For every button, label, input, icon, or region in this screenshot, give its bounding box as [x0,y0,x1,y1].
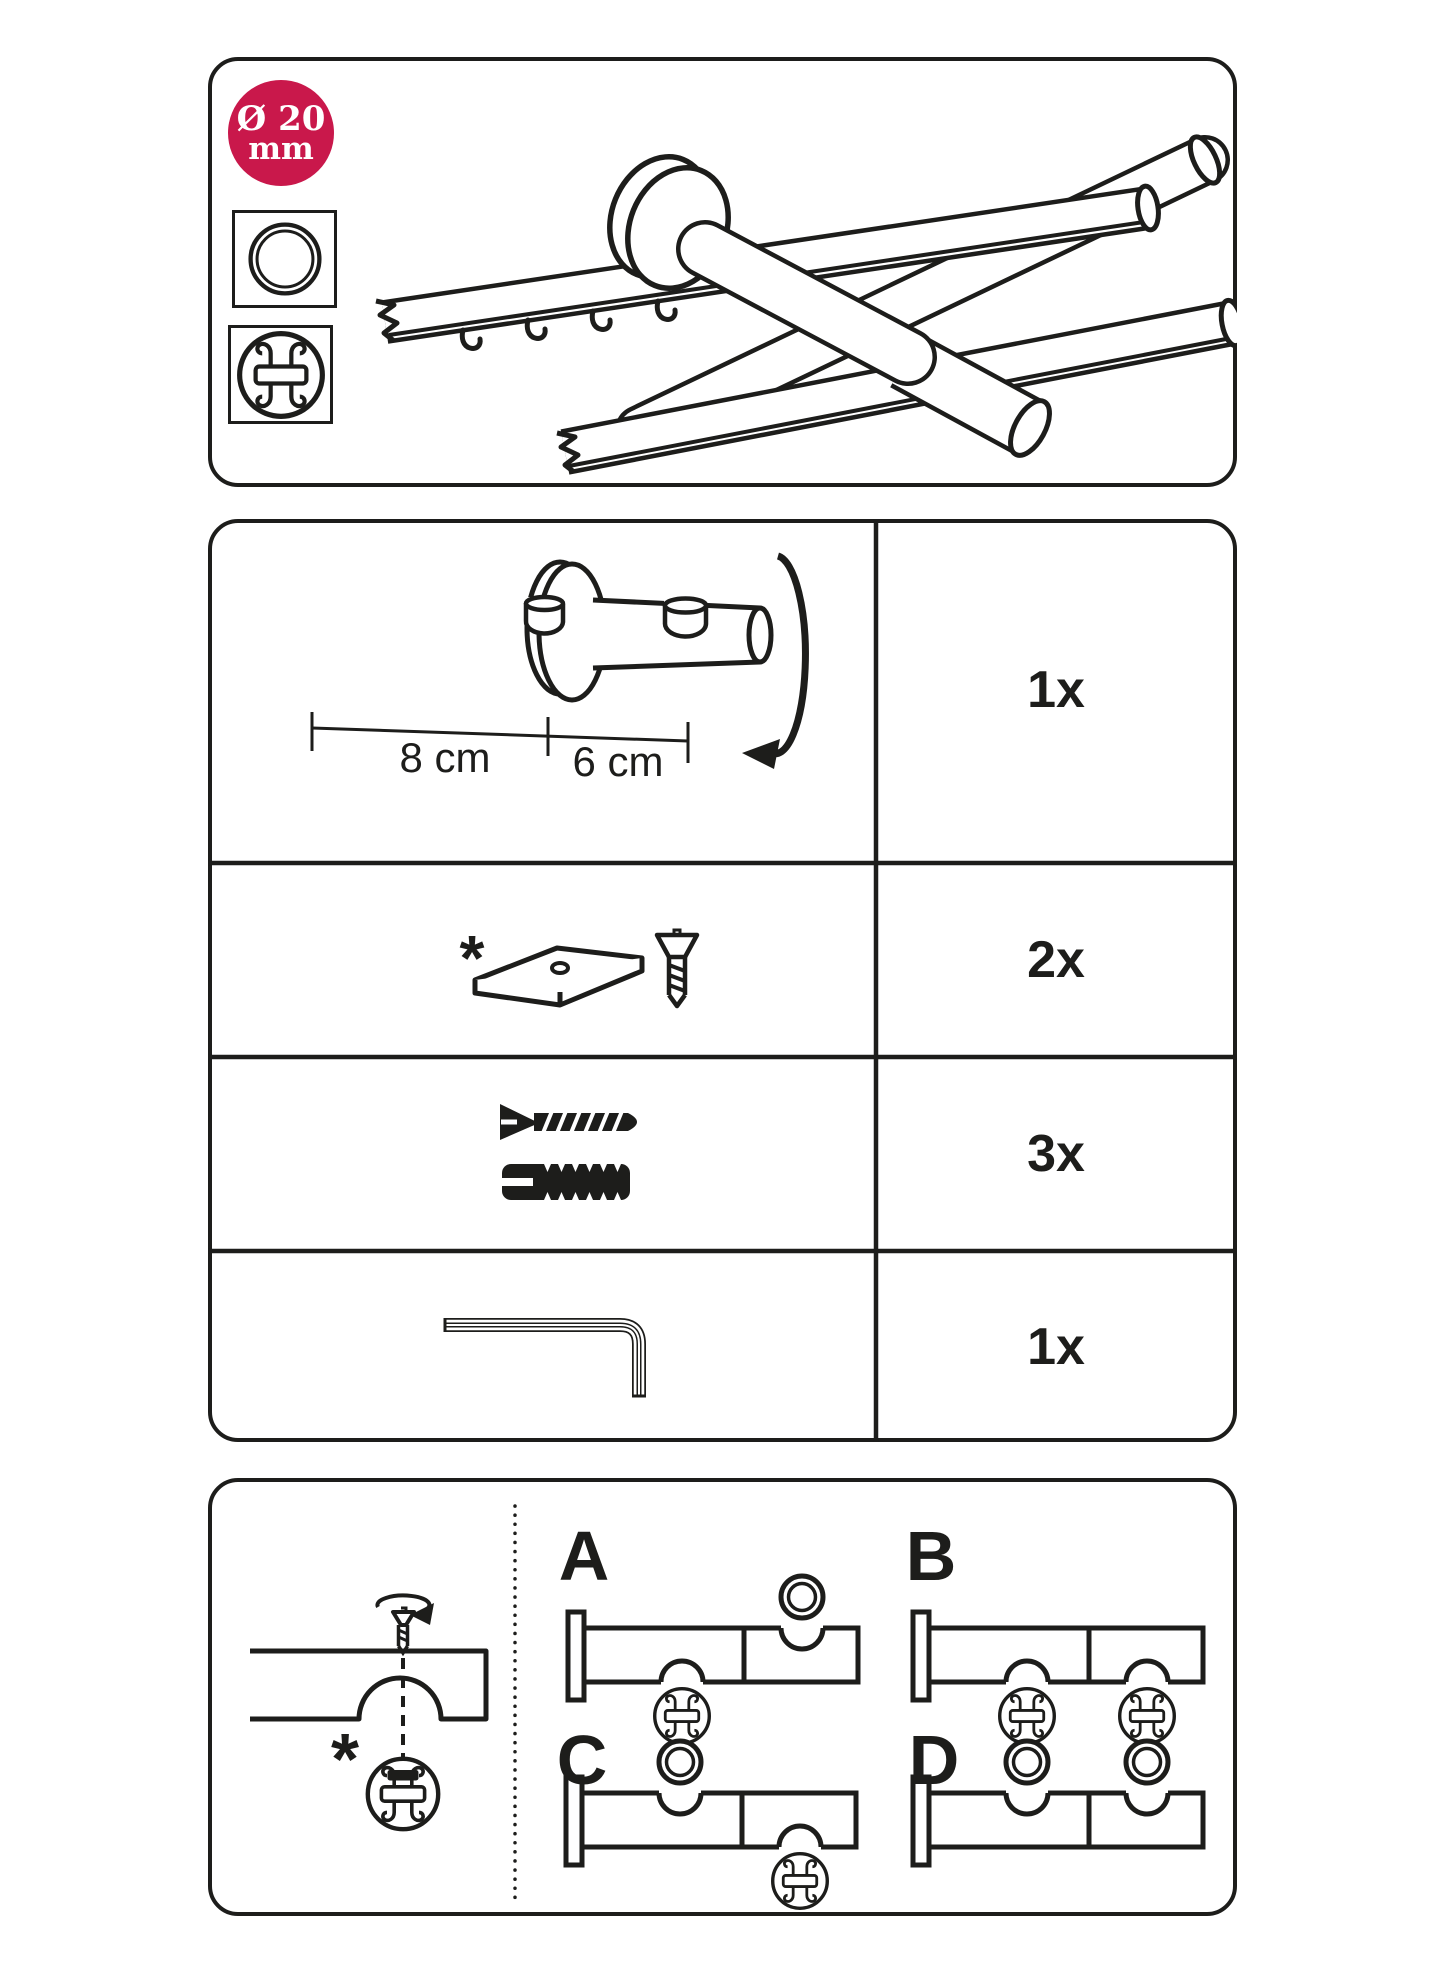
option-b-label: B [905,1517,957,1595]
quantity-plate-screw: 2x [1027,931,1085,989]
diameter-badge: Ø 20 mm [228,80,334,186]
diameter-unit: mm [248,130,314,167]
rail-profile-box [228,325,333,424]
adapter-fixing-detail [250,1593,489,1830]
option-b-diagram [910,1609,1206,1745]
option-c-label: C [556,1721,608,1799]
parts-table-graphics [208,519,1237,1442]
parts-table-panel [208,519,1237,1442]
option-c-diagram [563,1741,859,1910]
hex-key-drawing [443,1318,646,1398]
rod-profile-icon [247,222,322,296]
glider-hooks [459,298,678,351]
dimension-6cm: 6 cm [572,738,664,785]
quantity-screw-plug: 3x [1027,1125,1085,1183]
screw-and-wall-plug-drawing [500,1104,637,1200]
double-rod-bracket-illustration [375,134,1237,475]
double-support-bracket-drawing [310,552,809,769]
quantity-hex-key: 1x [1027,1318,1085,1376]
option-a-diagram [565,1576,861,1745]
dimension-8cm: 8 cm [399,734,491,781]
clamping-plate-and-screw-drawing [472,928,700,1009]
diameter-label: Ø 20 [236,98,326,139]
option-d-label: D [908,1721,960,1799]
rod-profile-box [232,210,337,308]
option-a-label: A [558,1517,610,1595]
mounting-options-graphics [250,1504,1206,1910]
option-d-diagram [910,1741,1206,1868]
quantity-bracket: 1x [1027,661,1085,719]
